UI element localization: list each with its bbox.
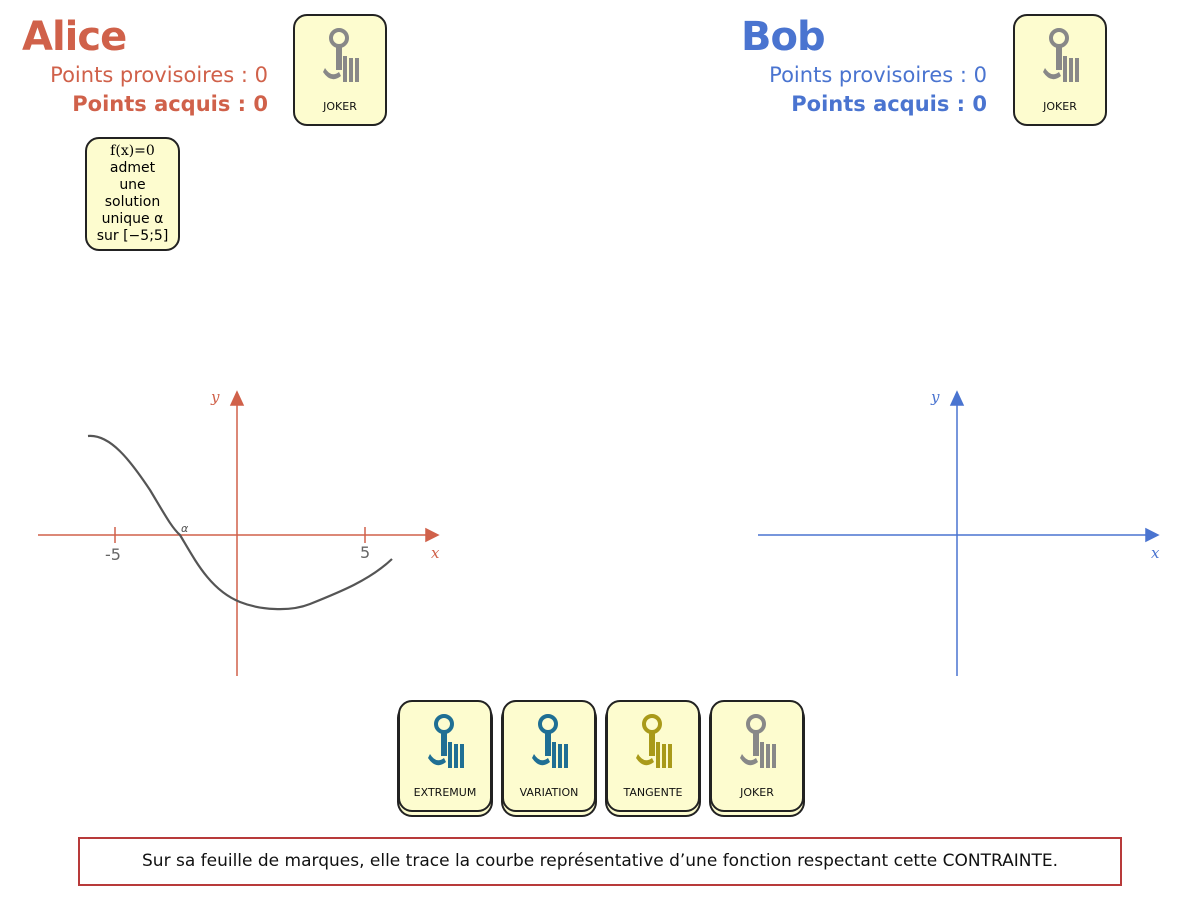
- hand-card-joker[interactable]: JOKER: [710, 700, 804, 812]
- hand-card-tangente[interactable]: TANGENTE: [606, 700, 700, 812]
- constraint-card[interactable]: f(x)=0 admet une solution unique α sur […: [85, 137, 180, 251]
- alice-joker-card[interactable]: JOKER: [293, 14, 387, 126]
- logo-icon: [1043, 28, 1079, 82]
- card-label: VARIATION: [519, 786, 579, 799]
- y-arrow-icon: [949, 390, 965, 406]
- x-arrow-icon: [1145, 527, 1160, 543]
- tick-label-neg: -5: [105, 545, 121, 564]
- bob-joker-card[interactable]: JOKER: [1013, 14, 1107, 126]
- logo-icon: [636, 714, 672, 768]
- card-label: EXTREMUM: [413, 786, 477, 799]
- bob-graph[interactable]: x y: [740, 380, 1200, 680]
- root-label: α: [181, 522, 189, 535]
- logo-icon: [428, 714, 464, 768]
- card-label: JOKER: [740, 786, 774, 799]
- hand-card-extremum[interactable]: EXTREMUM: [398, 700, 492, 812]
- constraint-line: solution: [104, 194, 161, 210]
- drawn-curve: [87, 434, 393, 611]
- y-label: y: [210, 388, 220, 406]
- constraint-line: f(x)=0: [110, 143, 155, 159]
- constraint-line: sur [−5;5]: [96, 228, 169, 244]
- x-label: x: [431, 544, 440, 562]
- constraint-line: admet: [109, 160, 156, 176]
- alice-graph[interactable]: -5 5 x y α: [0, 380, 480, 680]
- tick-label-pos: 5: [360, 543, 370, 562]
- alice-points-acquis: Points acquis : 0: [72, 92, 268, 116]
- card-label: TANGENTE: [623, 786, 683, 799]
- bob-name: Bob: [741, 14, 826, 60]
- instruction-message: Sur sa feuille de marques, elle trace la…: [78, 837, 1122, 886]
- card-label: JOKER: [323, 100, 357, 113]
- logo-icon: [740, 714, 776, 768]
- alice-name: Alice: [22, 14, 127, 60]
- bob-points-acquis: Points acquis : 0: [791, 92, 987, 116]
- alice-points-provisoires: Points provisoires : 0: [50, 63, 268, 87]
- logo-icon: [323, 28, 359, 82]
- logo-icon: [532, 714, 568, 768]
- y-arrow-icon: [229, 390, 245, 406]
- hand-card-variation[interactable]: VARIATION: [502, 700, 596, 812]
- constraint-line: unique α: [101, 211, 164, 227]
- y-label: y: [930, 388, 940, 406]
- card-label: JOKER: [1043, 100, 1077, 113]
- constraint-line: une: [119, 177, 146, 193]
- x-label: x: [1151, 544, 1160, 562]
- bob-points-provisoires: Points provisoires : 0: [769, 63, 987, 87]
- x-arrow-icon: [425, 527, 440, 543]
